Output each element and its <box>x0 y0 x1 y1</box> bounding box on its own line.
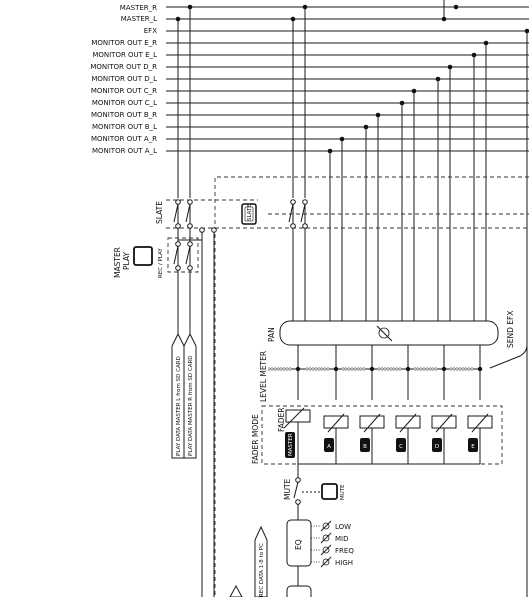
play-data-r-label: PLAY DATA MASTER R from SD CARD <box>188 355 194 456</box>
fader-mode-e[interactable]: E <box>468 438 478 452</box>
rec-data-output <box>229 525 268 597</box>
bus-label-master-r: MASTER_R <box>120 4 157 12</box>
rec-data-label: REC DATA 1-8 to PC <box>259 543 265 597</box>
pan-label: PAN <box>267 327 276 342</box>
mute-label: MUTE <box>283 478 292 500</box>
fader-mode-buttons: MASTER A B C D E <box>285 432 478 458</box>
eq-freq-label: FREQ <box>335 547 354 555</box>
faders <box>261 405 503 465</box>
fader-c[interactable] <box>395 413 421 433</box>
level-meter-label: LEVEL METER <box>259 351 268 402</box>
send-efx-path <box>489 318 528 369</box>
rec-play-switch <box>167 227 217 597</box>
fader-mode-a[interactable]: A <box>324 438 334 452</box>
master-play-label-2: PLAY <box>122 252 131 270</box>
eq-high-knob[interactable]: HIGH <box>311 556 353 568</box>
mute-button-label: MUTE <box>340 484 346 500</box>
bus-label-mon-a-r: MONITOR OUT A_R <box>91 135 157 143</box>
fader-mode-master-label: MASTER <box>288 433 294 456</box>
bus-label-mon-c-r: MONITOR OUT C_R <box>91 87 157 95</box>
fader-master[interactable] <box>283 407 311 429</box>
bus-label-mon-b-r: MONITOR OUT B_R <box>91 111 157 119</box>
bus-labels: MASTER_R MASTER_L EFX MONITOR OUT E_R MO… <box>90 4 157 155</box>
eq-label: EQ <box>294 539 303 550</box>
fader-mode-label: FADER MODE <box>251 414 260 464</box>
pan-block <box>279 320 499 346</box>
eq-low-label: LOW <box>335 523 351 531</box>
master-feed-lines <box>175 4 193 334</box>
fader-mode-d-label: D <box>435 444 439 450</box>
eq-block: EQ <box>286 519 312 597</box>
eq-low-knob[interactable]: LOW <box>311 520 351 532</box>
master-play-label-1: MASTER <box>113 247 122 278</box>
fader-mode-b-label: B <box>363 444 367 450</box>
play-data-inputs <box>171 332 197 459</box>
slate-switch-left <box>173 199 193 240</box>
channel-bus-taps <box>290 0 529 597</box>
fader-label: FADER <box>277 408 286 432</box>
mute-button[interactable] <box>321 483 338 500</box>
fader-mode-c-label: C <box>399 444 403 450</box>
bus-label-mon-b-l: MONITOR OUT B_L <box>92 123 157 131</box>
fader-mode-master[interactable]: MASTER <box>285 432 295 458</box>
fader-mode-c[interactable]: C <box>396 438 406 452</box>
rec-play-label: REC / PLAY <box>158 248 164 278</box>
bus-label-efx: EFX <box>144 27 157 35</box>
bus-label-mon-e-l: MONITOR OUT E_L <box>92 51 157 59</box>
fader-mode-a-label: A <box>327 444 331 450</box>
eq-controls: LOW MID FREQ HIGH <box>311 520 354 568</box>
slate-label: SLATE <box>155 201 164 224</box>
eq-mid-knob[interactable]: MID <box>311 532 349 544</box>
bus-label-mon-e-r: MONITOR OUT E_R <box>91 39 157 47</box>
slate-button-label: SLATE <box>247 204 253 221</box>
play-data-l-label: PLAY DATA MASTER L from SD CARD <box>176 356 182 456</box>
master-play-button[interactable] <box>133 246 153 266</box>
slate-switch-channel <box>288 199 308 229</box>
mute-switch <box>293 464 320 520</box>
slate-button[interactable]: SLATE <box>241 203 257 225</box>
fader-mode-d[interactable]: D <box>432 438 442 452</box>
bus-label-mon-c-l: MONITOR OUT C_L <box>92 99 157 107</box>
fader-mode-b[interactable]: B <box>360 438 370 452</box>
bus-lines <box>166 6 529 152</box>
bus-label-mon-d-l: MONITOR OUT D_L <box>91 75 157 83</box>
eq-freq-knob[interactable]: FREQ <box>311 544 354 556</box>
bus-label-mon-d-r: MONITOR OUT D_R <box>90 63 157 71</box>
send-efx-label: SEND EFX <box>506 311 515 348</box>
bus-label-mon-a-l: MONITOR OUT A_L <box>92 147 157 155</box>
eq-mid-label: MID <box>335 535 349 543</box>
bus-label-master-l: MASTER_L <box>121 15 157 23</box>
channel-stems <box>268 345 483 400</box>
fader-mode-e-label: E <box>471 444 475 450</box>
eq-high-label: HIGH <box>335 559 353 567</box>
channel-block-outline <box>166 176 529 597</box>
